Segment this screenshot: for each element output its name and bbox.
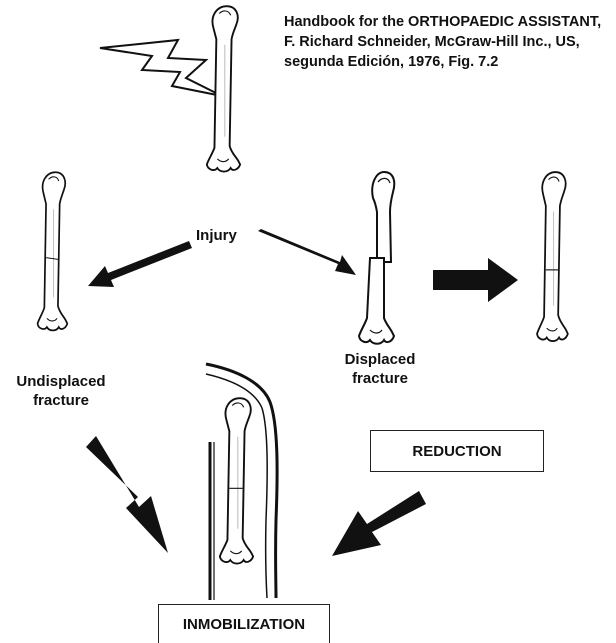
arrow-icon (258, 229, 356, 275)
displaced-line-2: fracture (330, 369, 430, 388)
displaced-line-1: Displaced (330, 350, 430, 369)
reduction-box: REDUCTION (370, 430, 544, 472)
displaced-bone-icon (359, 172, 394, 344)
arrow-icon (88, 241, 192, 287)
arrow-icon (433, 258, 518, 302)
arrow-icon (86, 436, 168, 553)
immobilization-box: INMOBILIZATION (158, 604, 330, 643)
lightning-bolt-icon (100, 40, 222, 96)
undisplaced-fracture-label: Undisplaced fracture (6, 372, 116, 410)
arrow-icon (332, 491, 426, 556)
citation-line-3: segunda Edición, 1976, Fig. 7.2 (284, 52, 614, 72)
undisplaced-line-1: Undisplaced (6, 372, 116, 391)
displaced-fracture-label: Displaced fracture (330, 350, 430, 388)
reduced-bone-icon (537, 172, 568, 341)
injury-label: Injury (196, 226, 237, 245)
undisplaced-line-2: fracture (6, 391, 116, 410)
citation-line-2: F. Richard Schneider, McGraw-Hill Inc., … (284, 32, 614, 52)
citation-line-1: Handbook for the ORTHOPAEDIC ASSISTANT, (284, 12, 614, 32)
intact-bone-icon (207, 6, 240, 171)
immobilized-bone-icon (220, 398, 253, 563)
citation-text: Handbook for the ORTHOPAEDIC ASSISTANT, … (284, 12, 614, 72)
undisplaced-bone-icon (38, 172, 68, 330)
